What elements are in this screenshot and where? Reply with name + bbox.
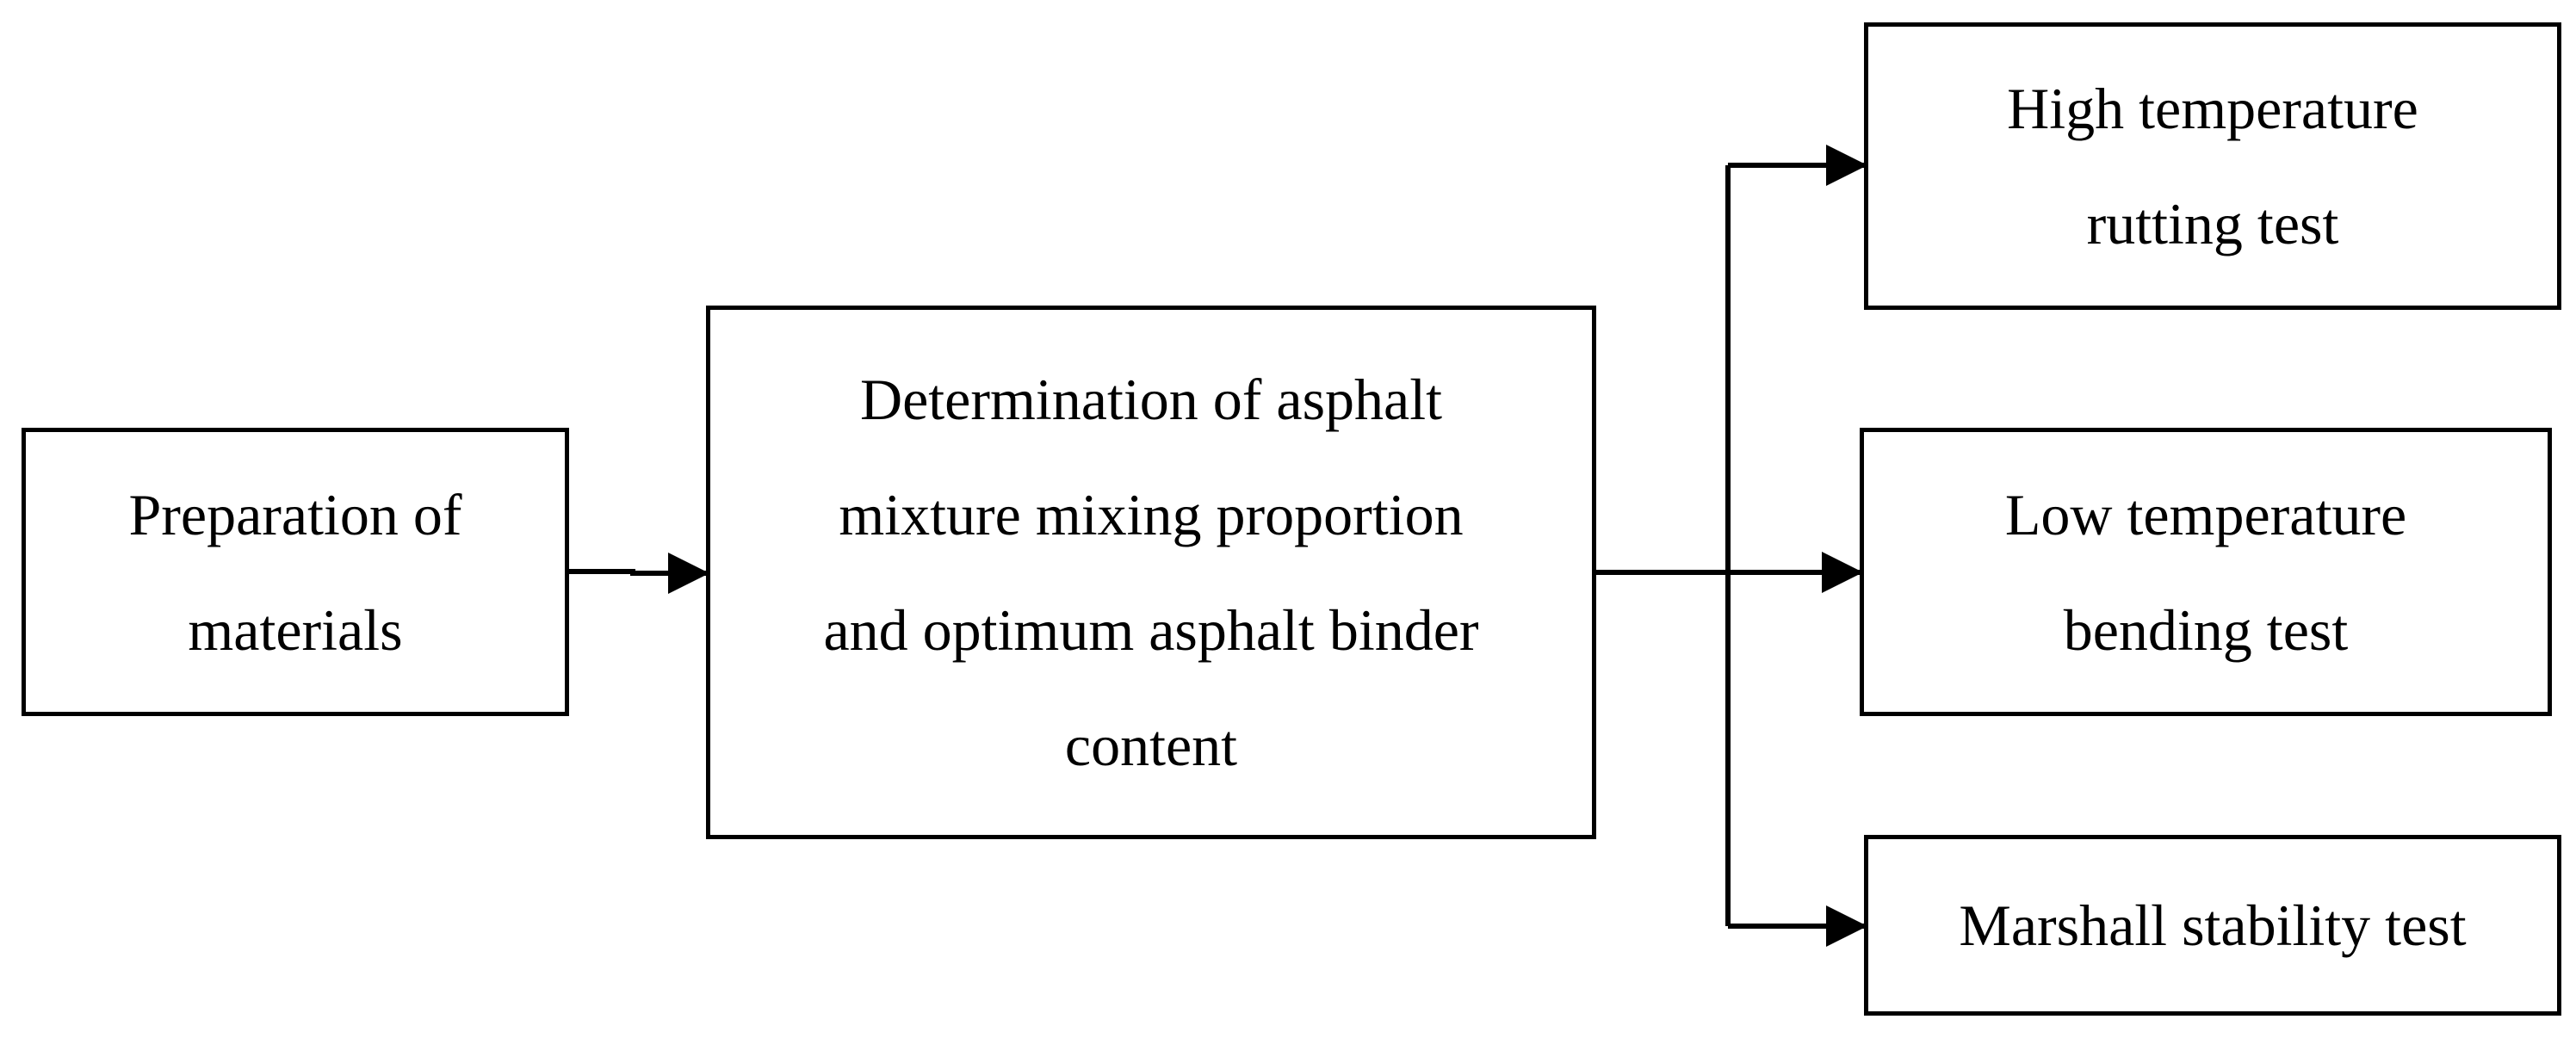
- node-text-line: rutting test: [2086, 191, 2339, 256]
- node-text-line: Low temperature: [2004, 481, 2407, 547]
- preparation-of-materials-box: Preparation of materials: [22, 428, 569, 716]
- node-text-line: bending test: [2063, 596, 2349, 663]
- high-temperature-rutting-test-box: High temperature rutting test: [1864, 22, 2561, 310]
- marshall-stability-test-box: Marshall stability test: [1864, 835, 2561, 1016]
- node-text-line: High temperature: [2007, 76, 2418, 141]
- low-temperature-bending-test-box: Low temperature bending test: [1860, 428, 2552, 716]
- node-text-line: and optimum asphalt binder: [823, 597, 1479, 663]
- node-text-line: materials: [188, 596, 403, 663]
- mix-proportion-determination-box: Determination of asphalt mixture mixing …: [706, 306, 1596, 839]
- node-text-line: Marshall stability test: [1959, 893, 2467, 958]
- node-text-line: Preparation of: [128, 481, 462, 547]
- node-text-line: Determination of asphalt: [859, 367, 1442, 432]
- node-text-line: content: [1064, 713, 1238, 778]
- edge-prep-to-mix: [569, 553, 709, 594]
- node-text-line: mixture mixing proportion: [839, 482, 1464, 547]
